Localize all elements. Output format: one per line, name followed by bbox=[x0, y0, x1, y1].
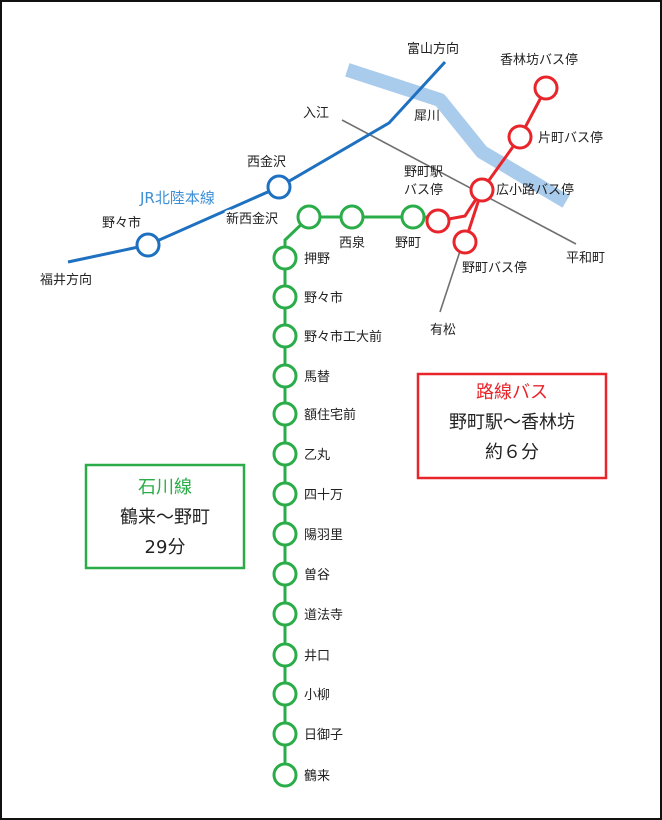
busstop-nomachi[interactable] bbox=[452, 229, 478, 255]
station-shinnishikanazawa[interactable] bbox=[296, 204, 322, 230]
label-magae: 馬替 bbox=[304, 370, 330, 385]
saigawa-river bbox=[345, 63, 570, 208]
road-irie-heiwamachi bbox=[341, 119, 577, 245]
bus-info-box bbox=[416, 372, 608, 480]
station-tsurugi[interactable] bbox=[272, 762, 298, 788]
label-nomachi-eki-line1: 野町駅 bbox=[404, 165, 443, 180]
label-nishiizumi: 西泉 bbox=[339, 235, 365, 251]
busstop-korinbo[interactable] bbox=[533, 75, 559, 101]
label-shinnishikanazawa: 新西金沢 bbox=[226, 211, 278, 227]
station-shijukuman[interactable] bbox=[272, 481, 298, 507]
station-sodani[interactable] bbox=[272, 561, 298, 587]
station-jr-nonoichi[interactable] bbox=[135, 232, 161, 258]
label-nomachi-eki-line2: バス停 bbox=[404, 182, 443, 198]
label-nomachi: 野町 bbox=[395, 236, 421, 251]
busstop-nomachi-eki[interactable] bbox=[425, 208, 451, 234]
label-katamachi: 片町バス停 bbox=[538, 130, 603, 146]
label-heiwamachi: 平和町 bbox=[566, 251, 605, 266]
station-yoberi[interactable] bbox=[272, 521, 298, 547]
label-saigawa: 犀川 bbox=[414, 109, 440, 124]
station-otomaru[interactable] bbox=[272, 441, 298, 467]
label-dohoji: 道法寺 bbox=[304, 608, 343, 623]
label-otomaru: 乙丸 bbox=[304, 448, 330, 463]
ishikawa-box-title: 石川線 bbox=[138, 477, 192, 498]
station-dohoji[interactable] bbox=[272, 601, 298, 627]
label-hirokoji: 広小路バス停 bbox=[496, 182, 574, 198]
station-oyanagi[interactable] bbox=[272, 681, 298, 707]
station-hinomiko[interactable] bbox=[272, 721, 298, 747]
station-kodaimae[interactable] bbox=[272, 323, 298, 349]
label-jr-line: JR北陸本線 bbox=[139, 189, 215, 207]
label-oyanagi: 小柳 bbox=[304, 688, 330, 703]
station-magae[interactable] bbox=[272, 363, 298, 389]
label-nonoichi: 野々市 bbox=[304, 290, 343, 306]
station-oshino[interactable] bbox=[272, 245, 298, 271]
label-fukui: 福井方向 bbox=[40, 272, 92, 288]
label-arimatsu: 有松 bbox=[430, 323, 456, 338]
label-toyama: 富山方向 bbox=[407, 41, 459, 57]
bus-box-line2: 約６分 bbox=[485, 442, 539, 463]
label-yoberi: 陽羽里 bbox=[304, 528, 343, 543]
label-sodani: 曽谷 bbox=[304, 568, 330, 583]
busstop-hirokoji[interactable] bbox=[469, 177, 495, 203]
ishikawa-info-box bbox=[84, 463, 246, 570]
ishikawa-line bbox=[283, 215, 436, 776]
label-tsurugi: 鶴来 bbox=[304, 768, 330, 784]
label-shijukuman: 四十万 bbox=[304, 488, 343, 503]
label-irie: 入江 bbox=[303, 106, 329, 121]
label-kodaimae: 野々市工大前 bbox=[304, 329, 382, 345]
ishikawa-box-line1: 鶴来〜野町 bbox=[120, 507, 210, 528]
label-nukajutakumae: 額住宅前 bbox=[304, 407, 356, 423]
station-nonoichi[interactable] bbox=[272, 284, 298, 310]
station-nomachi[interactable] bbox=[400, 204, 426, 230]
label-oshino: 押野 bbox=[304, 252, 330, 267]
ishikawa-box-line2: 29分 bbox=[145, 537, 186, 558]
label-iguchi: 井口 bbox=[304, 649, 330, 664]
label-nishikanazawa: 西金沢 bbox=[247, 154, 286, 170]
station-nishiizumi[interactable] bbox=[339, 204, 365, 230]
label-jr-nonoichi: 野々市 bbox=[102, 215, 141, 231]
bus-box-line1: 野町駅〜香林坊 bbox=[449, 412, 575, 433]
busstop-katamachi[interactable] bbox=[507, 124, 533, 150]
station-iguchi[interactable] bbox=[272, 642, 298, 668]
label-hinomiko: 日御子 bbox=[304, 728, 343, 743]
station-nukajutakumae[interactable] bbox=[272, 401, 298, 427]
label-korinbo: 香林坊バス停 bbox=[500, 52, 578, 68]
bus-box-title: 路線バス bbox=[476, 382, 548, 403]
road-arimatsu bbox=[439, 244, 463, 313]
label-nomachi-busstop: 野町バス停 bbox=[462, 260, 527, 276]
station-nishikanazawa[interactable] bbox=[266, 174, 292, 200]
